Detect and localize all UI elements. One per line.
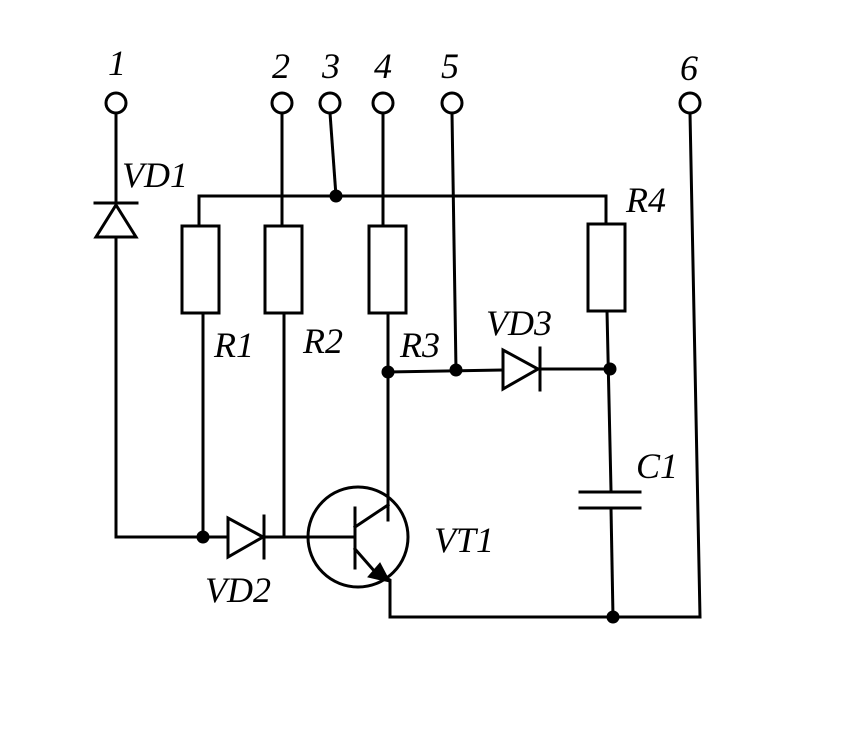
junction-r4-c1	[603, 362, 617, 376]
label-r4: R4	[625, 180, 666, 220]
wire-vd3-node	[386, 367, 613, 374]
emitter-arrow-icon	[367, 562, 391, 583]
label-vt1: VT1	[434, 520, 494, 560]
terminal-1-label: 1	[108, 43, 126, 83]
label-c1: C1	[636, 446, 678, 486]
transistor-vt1	[306, 485, 410, 589]
label-r3: R3	[399, 325, 440, 365]
terminal-1	[104, 91, 128, 115]
label-r1: R1	[213, 325, 254, 365]
diode-vd2	[226, 514, 267, 560]
terminal-3-label: 3	[321, 46, 340, 86]
wire-r4-bottom	[605, 309, 613, 492]
capacitor-c1	[578, 490, 642, 510]
junction-r1-vd2	[196, 530, 210, 544]
diode-vd3	[501, 346, 542, 392]
resistor-r1	[180, 224, 221, 315]
terminal-2	[270, 91, 294, 115]
junction-top-bus	[329, 189, 343, 203]
terminal-2-label: 2	[272, 46, 290, 86]
wire-c1-bottom	[609, 506, 615, 619]
resistor-r3	[367, 224, 408, 315]
terminal-3	[318, 91, 342, 115]
junction-collector	[381, 365, 395, 379]
terminal-5	[440, 91, 464, 115]
terminal-6-label: 6	[680, 48, 698, 88]
wire-terminal-5	[450, 111, 458, 372]
resistor-r2	[263, 224, 304, 315]
label-vd2: VD2	[205, 570, 271, 610]
label-vd1: VD1	[122, 155, 188, 195]
diode-vd1	[93, 201, 139, 239]
junction-bottom-rail	[606, 610, 620, 624]
wire-terminal-3	[328, 111, 338, 198]
resistor-r4	[586, 222, 627, 313]
wire-terminal-1	[114, 111, 205, 539]
label-vd3: VD3	[486, 303, 552, 343]
label-r2: R2	[302, 321, 343, 361]
junction-terminal-5	[449, 363, 463, 377]
terminal-5-label: 5	[441, 46, 459, 86]
terminal-4-label: 4	[374, 46, 392, 86]
terminal-4	[371, 91, 395, 115]
wire-top-bus	[197, 194, 608, 228]
terminal-6	[678, 91, 702, 115]
